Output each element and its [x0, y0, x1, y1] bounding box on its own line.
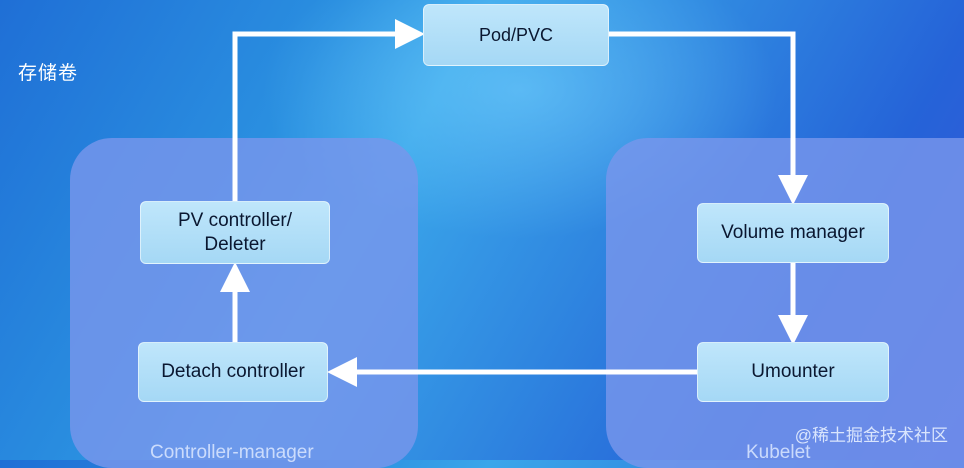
pv-controller-label-line2: Deleter [204, 233, 266, 255]
kubelet-group: Kubelet [606, 138, 964, 468]
arrow-pv-to-pod [232, 19, 425, 201]
pv-controller-label-line1: PV controller/ [177, 209, 293, 231]
controller-manager-group: Controller-manager [70, 138, 418, 468]
detach-controller-node: Detach controller [138, 342, 328, 402]
watermark: @稀土掘金技术社区 [794, 426, 948, 445]
kubelet-label: Kubelet [746, 442, 811, 463]
arrow-pod-to-volume [609, 31, 808, 205]
umounter-node: Umounter [697, 342, 889, 402]
volume-manager-node: Volume manager [697, 203, 889, 263]
pod-pvc-node: Pod/PVC [423, 4, 609, 66]
pv-controller-node: PV controller/ Deleter [140, 201, 330, 264]
section-title: 存储卷 [18, 63, 79, 84]
controller-manager-label: Controller-manager [150, 442, 314, 463]
